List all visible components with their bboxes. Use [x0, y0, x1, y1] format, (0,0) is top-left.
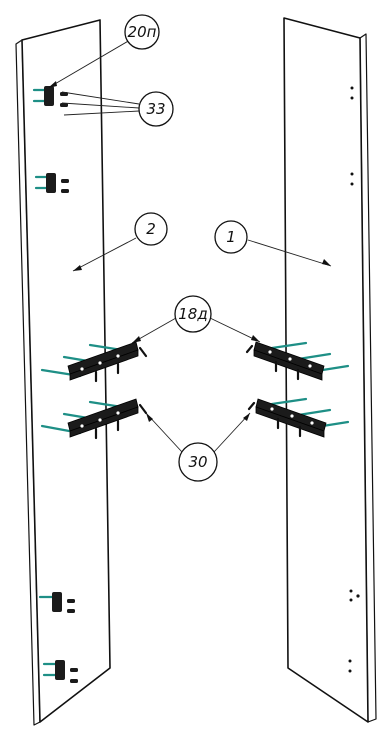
hinge-fitting-upper: [34, 173, 69, 193]
callout-2: 2: [134, 212, 168, 246]
callout-2-label: 2: [146, 220, 156, 238]
left-rail-upper: [40, 341, 148, 383]
right-rail-upper: [245, 341, 350, 381]
callout-1: 1: [214, 220, 248, 254]
hinge-fitting-top: [32, 86, 68, 107]
callout-30: 30: [178, 442, 218, 482]
callout-18d: 18д: [174, 295, 212, 333]
callout-20p: 20п: [124, 14, 160, 50]
hinge-fitting-lower: [38, 592, 75, 613]
left-side-panel: [15, 19, 111, 726]
callout-33: 33: [138, 91, 174, 127]
right-panel-holes: [348, 86, 360, 673]
callout-1-label: 1: [226, 228, 236, 246]
callout-33-label: 33: [146, 100, 165, 118]
right-rail-lower: [247, 397, 350, 438]
left-panel-face: [21, 19, 111, 723]
hinge-fitting-bottom: [42, 660, 78, 683]
callout-18d-label: 18д: [178, 305, 207, 323]
left-rail-lower: [40, 398, 148, 440]
callout-30-label: 30: [188, 453, 207, 471]
callout-20p-label: 20п: [128, 23, 157, 41]
leader-lines: [47, 39, 332, 453]
